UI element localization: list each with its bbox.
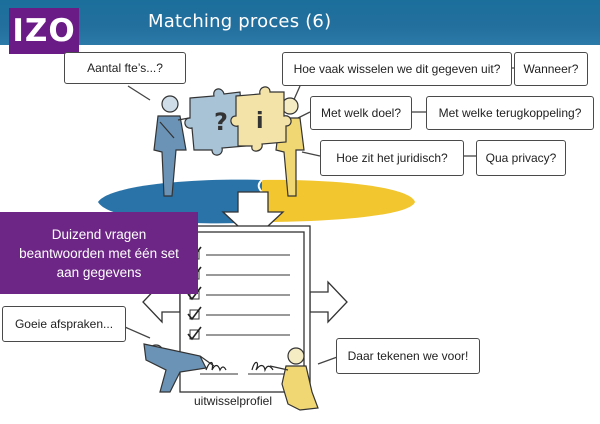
slide-header: Matching proces (6) bbox=[0, 0, 600, 45]
bubble-terugkoppeling: Met welke terugkoppeling? bbox=[426, 96, 594, 130]
izo-logo: IZO bbox=[9, 8, 79, 54]
callout-line: Duizend vragen bbox=[51, 226, 147, 242]
bubble-wanneer: Wanneer? bbox=[514, 52, 588, 86]
svg-text:i: i bbox=[256, 109, 264, 134]
woman-signing-figure bbox=[269, 347, 319, 411]
bubble-met-welk-doel: Met welk doel? bbox=[310, 96, 412, 130]
right-arrow bbox=[309, 280, 348, 324]
man-figure bbox=[153, 95, 201, 197]
bubble-juridisch: Hoe zit het juridisch? bbox=[320, 140, 464, 176]
slide-title: Matching proces (6) bbox=[148, 11, 332, 32]
bubble-daar-tekenen: Daar tekenen we voor! bbox=[336, 338, 480, 374]
signature-scribbles bbox=[205, 361, 274, 373]
callout-line: aan gegevens bbox=[56, 264, 142, 280]
man-signing-figure bbox=[143, 343, 215, 393]
document-caption: uitwisselprofiel bbox=[193, 394, 273, 408]
bubble-privacy: Qua privacy? bbox=[476, 140, 566, 176]
callout-line: beantwoorden met één set bbox=[19, 245, 179, 261]
puzzle-right-icon: i bbox=[230, 86, 292, 152]
bubble-hoe-vaak: Hoe vaak wisselen we dit gegeven uit? bbox=[282, 52, 512, 86]
bubble-goeie-afspraken: Goeie afspraken... bbox=[2, 306, 126, 342]
svg-text:?: ? bbox=[214, 108, 228, 136]
bubble-aantal-fte: Aantal fte’s...? bbox=[64, 52, 186, 84]
callout-box: Duizend vragen beantwoorden met één set … bbox=[0, 212, 198, 294]
